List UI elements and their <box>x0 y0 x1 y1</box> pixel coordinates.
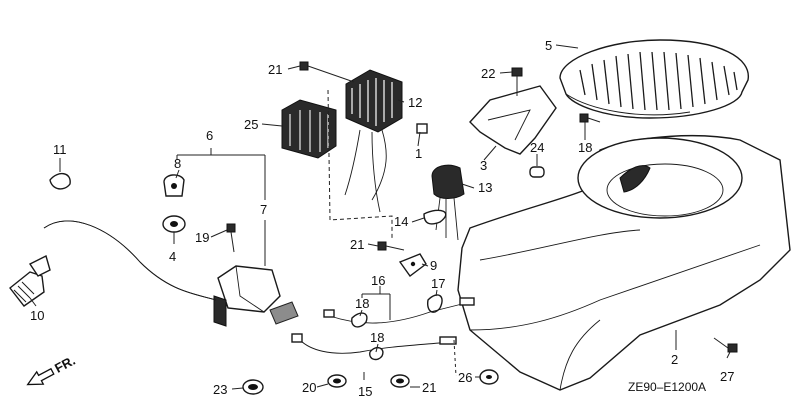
callout-23: 21 <box>268 62 282 77</box>
callout-15: 15 <box>358 384 372 399</box>
callout-10: 10 <box>30 308 44 323</box>
callout-12: 12 <box>408 95 422 110</box>
ignition-coil-7 <box>43 220 299 327</box>
callout-6: 6 <box>206 128 213 143</box>
callout-17: 17 <box>431 276 445 291</box>
grommet-8 <box>163 174 185 197</box>
callout-24: 22 <box>481 66 495 81</box>
callout-19: 18 <box>578 140 592 155</box>
callout-3: 3 <box>480 158 487 173</box>
callout-4: 4 <box>169 249 176 264</box>
fan-cover <box>457 135 791 391</box>
grommet-4 <box>162 215 186 233</box>
collar-26 <box>529 166 545 178</box>
clip-18b <box>369 346 384 361</box>
callout-18b: 18 <box>370 330 384 345</box>
callout-21a: 20 <box>302 380 316 395</box>
callout-5: 5 <box>545 38 552 53</box>
clip-28 <box>479 369 499 385</box>
module-13 <box>431 164 465 241</box>
clip-14 <box>423 209 447 225</box>
callout-18a: 18 <box>355 296 369 311</box>
bolt-23 <box>299 61 355 83</box>
callout-20: 19 <box>195 230 209 245</box>
callout-16: 16 <box>371 273 385 288</box>
leader-lines <box>29 44 731 390</box>
callout-8: 8 <box>174 156 181 171</box>
spark-plug-cap-10 <box>9 254 51 307</box>
clamp-21b <box>390 374 410 388</box>
nut-1 <box>416 123 428 134</box>
callout-28: 26 <box>458 370 472 385</box>
bolt-20 <box>226 223 236 253</box>
callout-1: 1 <box>415 146 422 161</box>
drawing-code: ZE90–E1200A <box>628 380 706 394</box>
callout-26: 24 <box>530 140 544 155</box>
bolt-19 <box>579 113 601 123</box>
clip-11 <box>49 173 71 190</box>
callout-21b: 21 <box>422 380 436 395</box>
callout-7: 7 <box>260 202 267 217</box>
clamp-25 <box>242 379 264 395</box>
air-cleaner-cover <box>559 39 749 119</box>
clip-18a <box>351 312 368 328</box>
callout-labels: 5 21 22 12 25 1 3 24 18 13 14 21 9 17 16… <box>30 38 734 399</box>
front-arrow: FR. <box>26 353 78 386</box>
callout-14: 14 <box>394 214 408 229</box>
callout-13: 13 <box>478 180 492 195</box>
clamp-21a <box>327 374 347 388</box>
bracket <box>469 85 557 155</box>
callout-22: 21 <box>350 237 364 252</box>
terminal-9 <box>398 253 427 277</box>
regulator-12 <box>344 69 403 213</box>
bolt-24 <box>511 67 523 96</box>
callout-25: 23 <box>213 382 227 397</box>
front-label: FR. <box>52 353 78 376</box>
wire-harness-16 <box>291 297 475 354</box>
rectifier-27 <box>281 99 337 159</box>
callout-2: 2 <box>671 352 678 367</box>
callout-27: 25 <box>244 117 258 132</box>
callout-29: 27 <box>720 369 734 384</box>
callout-11: 11 <box>53 142 67 157</box>
bolt-29 <box>713 337 738 353</box>
screw-22 <box>377 241 405 251</box>
callout-9: 9 <box>430 258 437 273</box>
